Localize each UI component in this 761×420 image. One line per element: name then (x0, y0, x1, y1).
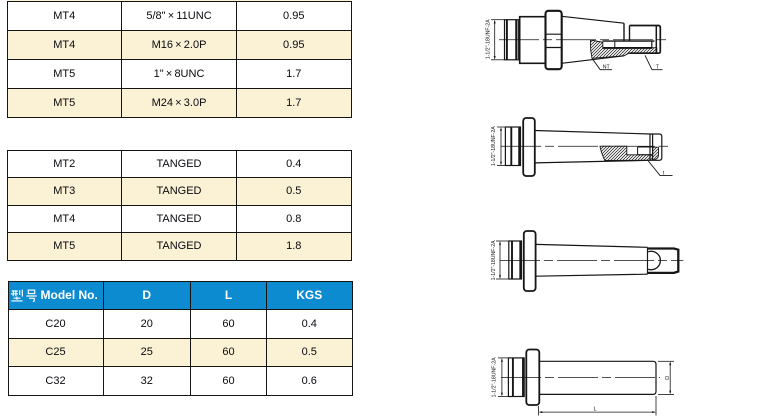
svg-text:NT: NT (603, 65, 611, 71)
svg-text:D: D (665, 376, 671, 380)
svg-text:t: t (663, 170, 665, 176)
svg-text:1-1/2"-18UNF-2A: 1-1/2"-18UNF-2A (491, 126, 497, 166)
svg-text:1-1/2"-18UNF-2A: 1-1/2"-18UNF-2A (486, 19, 492, 59)
svg-text:1-1/2"-18UNF-2A: 1-1/2"-18UNF-2A (491, 240, 497, 280)
svg-text:T: T (656, 65, 660, 71)
svg-text:1-1/2"-18UNF-2A: 1-1/2"-18UNF-2A (491, 357, 497, 397)
svg-text:L: L (593, 406, 596, 412)
